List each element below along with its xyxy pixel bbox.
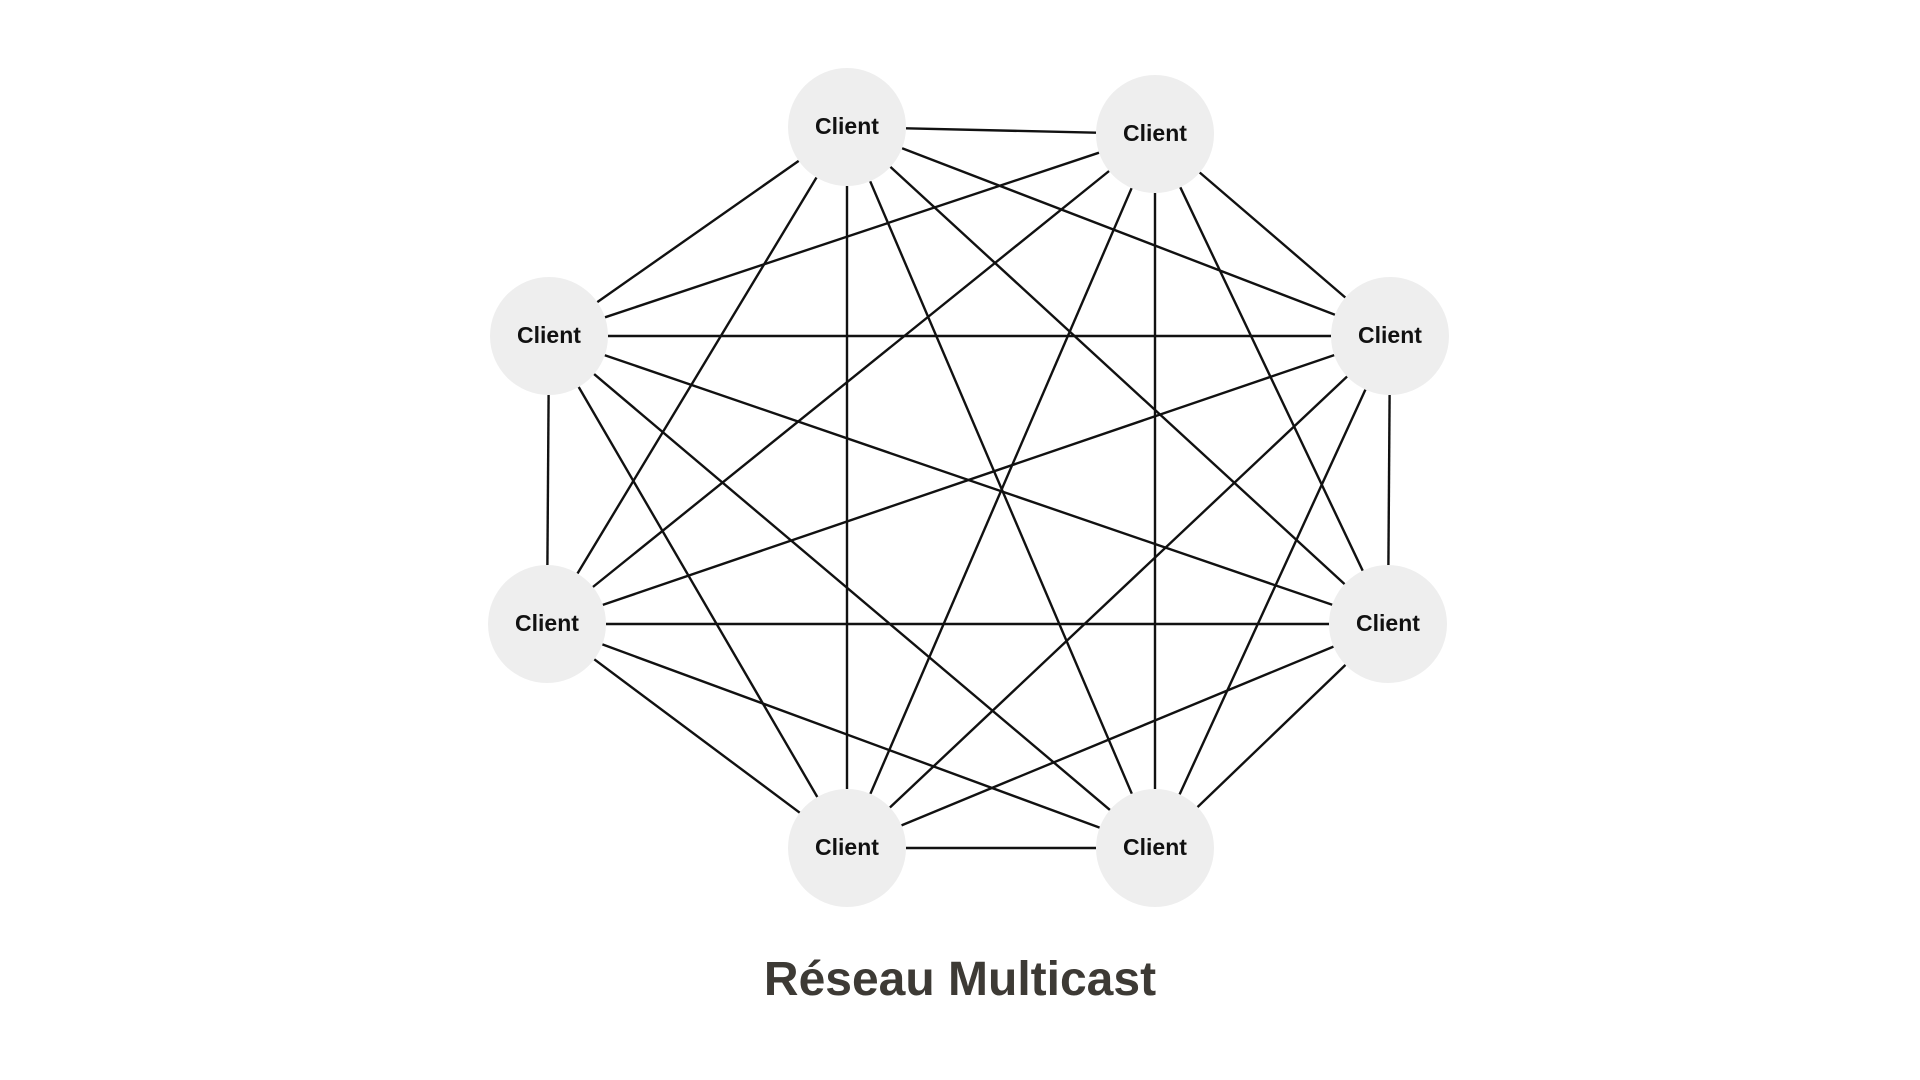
- edge-n2-n3: [1387, 394, 1391, 566]
- client-node-circle: [490, 277, 608, 395]
- edge-n5-n7: [577, 386, 819, 798]
- edge-n2-n5: [889, 375, 1348, 809]
- edge-n0-n6: [576, 176, 818, 575]
- client-node-label: Client: [1123, 120, 1187, 146]
- client-node-circle: [788, 789, 906, 907]
- client-node-circle: [1329, 565, 1447, 683]
- client-node-circle: [1331, 277, 1449, 395]
- edge-n3-n7: [604, 354, 1333, 606]
- edge-n1-n6: [592, 170, 1110, 588]
- client-node: Client: [1096, 789, 1214, 907]
- edge-n2-n4: [1178, 389, 1367, 795]
- edge-n1-n2: [1198, 171, 1347, 299]
- client-node-circle: [1096, 75, 1214, 193]
- edge-n3-n5: [901, 645, 1334, 827]
- client-node-label: Client: [1358, 322, 1422, 348]
- client-node-circle: [1096, 789, 1214, 907]
- client-node-label: Client: [815, 834, 879, 860]
- edge-n6-n7: [546, 394, 550, 566]
- edge-n4-n7: [593, 373, 1111, 811]
- edge-n1-n3: [1179, 186, 1364, 572]
- client-node: Client: [788, 68, 906, 186]
- client-node: Client: [788, 789, 906, 907]
- edge-n0-n1: [905, 127, 1097, 134]
- client-node-label: Client: [1123, 834, 1187, 860]
- client-node: Client: [1096, 75, 1214, 193]
- client-node-label: Client: [517, 322, 581, 348]
- edge-n0-n3: [889, 166, 1346, 585]
- edge-n3-n4: [1196, 664, 1347, 808]
- client-node-label: Client: [1356, 610, 1420, 636]
- edge-n0-n7: [596, 159, 800, 304]
- edge-n0-n2: [901, 147, 1336, 316]
- client-node-circle: [788, 68, 906, 186]
- edge-n0-n4: [869, 180, 1133, 795]
- client-node: Client: [488, 565, 606, 683]
- edge-n5-n6: [593, 658, 801, 814]
- client-node: Client: [1329, 565, 1447, 683]
- edge-n4-n6: [601, 643, 1101, 829]
- client-node-circle: [488, 565, 606, 683]
- diagram-caption: Réseau Multicast: [763, 953, 1157, 1006]
- client-node: Client: [1331, 277, 1449, 395]
- client-node-label: Client: [515, 610, 579, 636]
- edge-n1-n7: [604, 151, 1100, 319]
- client-node: Client: [490, 277, 608, 395]
- client-node-label: Client: [815, 113, 879, 139]
- edges-layer: [546, 127, 1391, 850]
